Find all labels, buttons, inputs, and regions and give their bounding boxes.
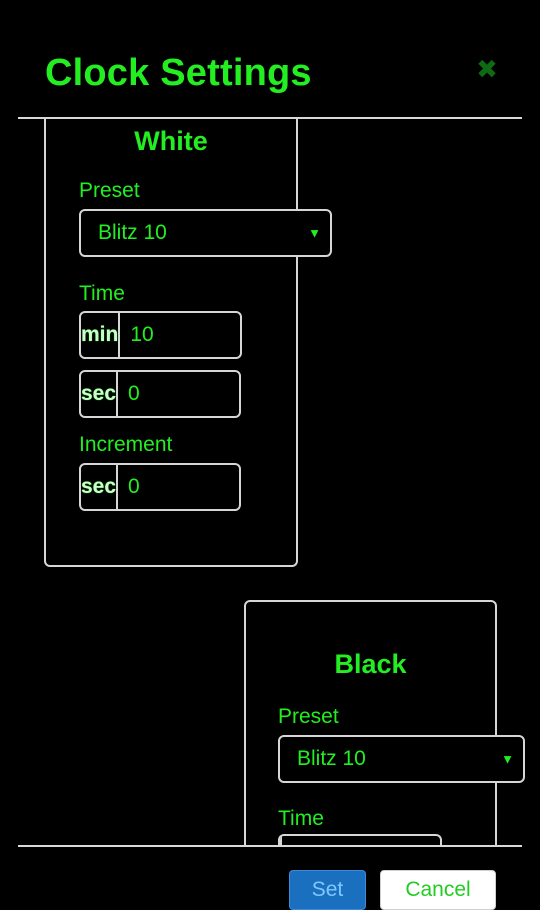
black-preset-label: Preset <box>278 705 339 728</box>
white-seconds-field: sec <box>79 370 241 418</box>
white-settings-panel: White Preset Blitz 10 ▼ Time min sec Inc… <box>44 119 332 567</box>
white-preset-label: Preset <box>79 179 140 202</box>
white-time-label: Time <box>79 282 125 305</box>
white-seconds-addon: sec <box>81 372 119 416</box>
dialog-title: Clock Settings <box>45 52 312 94</box>
white-minutes-addon: min <box>81 313 121 357</box>
white-increment-input[interactable] <box>118 465 239 509</box>
settings-scroll-area[interactable]: White Preset Blitz 10 ▼ Time min sec Inc… <box>0 119 540 845</box>
black-minutes-field <box>278 834 442 845</box>
dropdown-caret-icon: ▼ <box>501 751 514 767</box>
footer-divider <box>18 845 522 847</box>
white-preset-select[interactable]: Blitz 10 ▼ <box>79 209 332 257</box>
black-settings-panel: Black Preset Blitz 10 ▼ Time <box>244 600 525 845</box>
header-divider <box>18 117 522 119</box>
white-minutes-input[interactable] <box>120 313 240 357</box>
white-increment-label: Increment <box>79 433 173 456</box>
black-preset-value: Blitz 10 <box>297 747 366 770</box>
white-increment-field: sec <box>79 463 241 511</box>
close-icon[interactable]: ✖ <box>476 53 498 84</box>
white-increment-addon: sec <box>81 465 119 509</box>
white-preset-value: Blitz 10 <box>98 221 167 244</box>
black-preset-select[interactable]: Blitz 10 ▼ <box>278 735 525 783</box>
white-panel-header: White <box>134 126 208 156</box>
white-seconds-input[interactable] <box>118 372 239 416</box>
dropdown-caret-icon: ▼ <box>308 225 321 241</box>
black-minutes-addon <box>280 836 282 845</box>
black-panel-header: Black <box>334 649 407 679</box>
black-minutes-input[interactable] <box>282 836 440 845</box>
white-minutes-field: min <box>79 311 242 359</box>
cancel-button[interactable]: Cancel <box>380 870 496 910</box>
black-time-label: Time <box>278 807 324 830</box>
set-button[interactable]: Set <box>289 870 366 910</box>
